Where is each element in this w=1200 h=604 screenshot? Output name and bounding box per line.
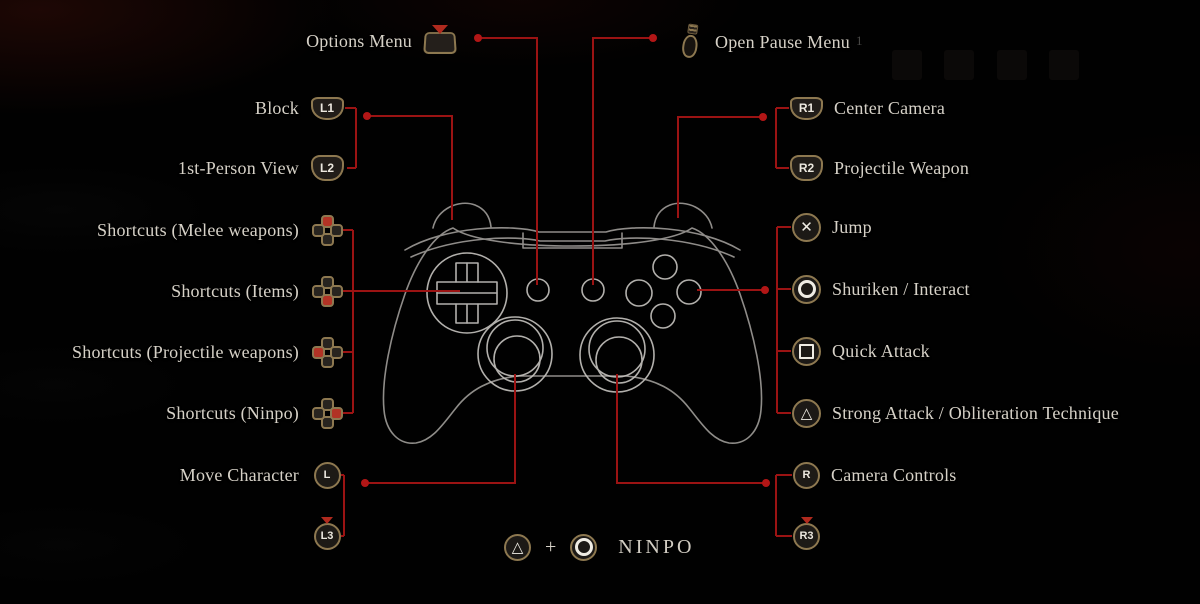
r2-button-icon: R2 [790,155,823,181]
binding-row-shuriken-interact: Shuriken / Interact [792,272,970,306]
shortcuts-projectile-label: Shortcuts (Projectile weapons) [72,341,299,362]
touchpad-icon [422,25,458,56]
shortcuts-items-label: Shortcuts (Items) [171,280,299,301]
binding-row-block: Block L1 [255,91,345,125]
binding-row-options-menu: Options Menu [306,24,458,58]
binding-row-center-camera: R1 Center Camera [790,91,945,125]
shortcuts-ninpo-label: Shortcuts (Ninpo) [166,402,299,423]
triangle-button-icon: △ [792,398,821,428]
strong-attack-label: Strong Attack / Obliteration Technique [832,402,1119,423]
move-character-label: Move Character [179,464,299,485]
binding-row-projectile-weapon: R2 Projectile Weapon [790,151,969,185]
ninpo-combo-label: NINPO [618,535,695,558]
center-camera-label: Center Camera [834,97,946,118]
ninpo-combo-row: △ + NINPO [504,530,694,564]
binding-row-shortcuts-items: Shortcuts (Items) [171,274,345,308]
binding-row-move-character: Move Character L [180,458,345,492]
binding-row-left-stick-press: L3 [309,516,345,553]
quick-attack-label: Quick Attack [832,340,930,361]
dimmed-background-tile [1049,50,1079,80]
triangle-button-icon: △ [504,533,531,561]
binding-row-shortcuts-projectile: Shortcuts (Projectile weapons) [72,335,345,369]
shuriken-interact-label: Shuriken / Interact [832,278,970,299]
block-label: Block [255,97,299,118]
dimmed-background-tile [892,50,922,80]
r1-button-icon: R1 [790,96,823,120]
left-stick-icon: L [313,461,341,489]
cross-button-icon: ✕ [792,212,821,242]
right-stick-icon: R [793,461,820,489]
first-person-view-label: 1st-Person View [177,157,299,178]
binding-row-strong-attack: △ Strong Attack / Obliteration Technique [792,396,1119,430]
r3-button-icon: R3 [793,516,820,550]
faint-background-digit: 1 [856,33,863,48]
binding-row-camera-controls: R Camera Controls [793,458,956,492]
touchpad-press-arrow-icon [432,25,448,34]
shortcuts-melee-label: Shortcuts (Melee weapons) [97,219,299,240]
camera-controls-label: Camera Controls [831,464,957,485]
dpad-down-icon [311,275,343,307]
binding-row-jump: ✕ Jump [792,210,872,244]
binding-row-right-stick-press: R3 [793,516,820,553]
binding-row-shortcuts-melee: Shortcuts (Melee weapons) [97,213,345,247]
plus-sign: + [545,535,557,558]
binding-row-quick-attack: Quick Attack [792,334,930,368]
jump-label: Jump [832,216,872,237]
binding-row-shortcuts-ninpo: Shortcuts (Ninpo) [166,396,345,430]
stick-press-arrow-icon [800,516,813,524]
l3-button-icon: L3 [313,516,341,550]
binding-row-open-pause-menu: Open Pause Menu [678,22,850,62]
pause-item-icon [676,22,707,61]
l2-button-icon: L2 [310,155,344,181]
open-pause-menu-label: Open Pause Menu [715,31,850,52]
dpad-left-icon [311,336,343,368]
circle-button-icon [792,274,821,304]
square-button-icon [792,336,821,366]
dimmed-background-tile [944,50,974,80]
projectile-weapon-label: Projectile Weapon [834,157,970,178]
options-menu-label: Options Menu [306,30,412,51]
controller-line-art [382,202,763,444]
stick-press-arrow-icon [321,516,333,524]
dpad-right-icon [311,397,343,429]
l1-button-icon: L1 [310,96,344,120]
dpad-up-icon [311,214,343,246]
dimmed-background-tile [997,50,1027,80]
binding-row-first-person-view: 1st-Person View L2 [178,151,345,185]
circle-button-icon [570,533,598,561]
